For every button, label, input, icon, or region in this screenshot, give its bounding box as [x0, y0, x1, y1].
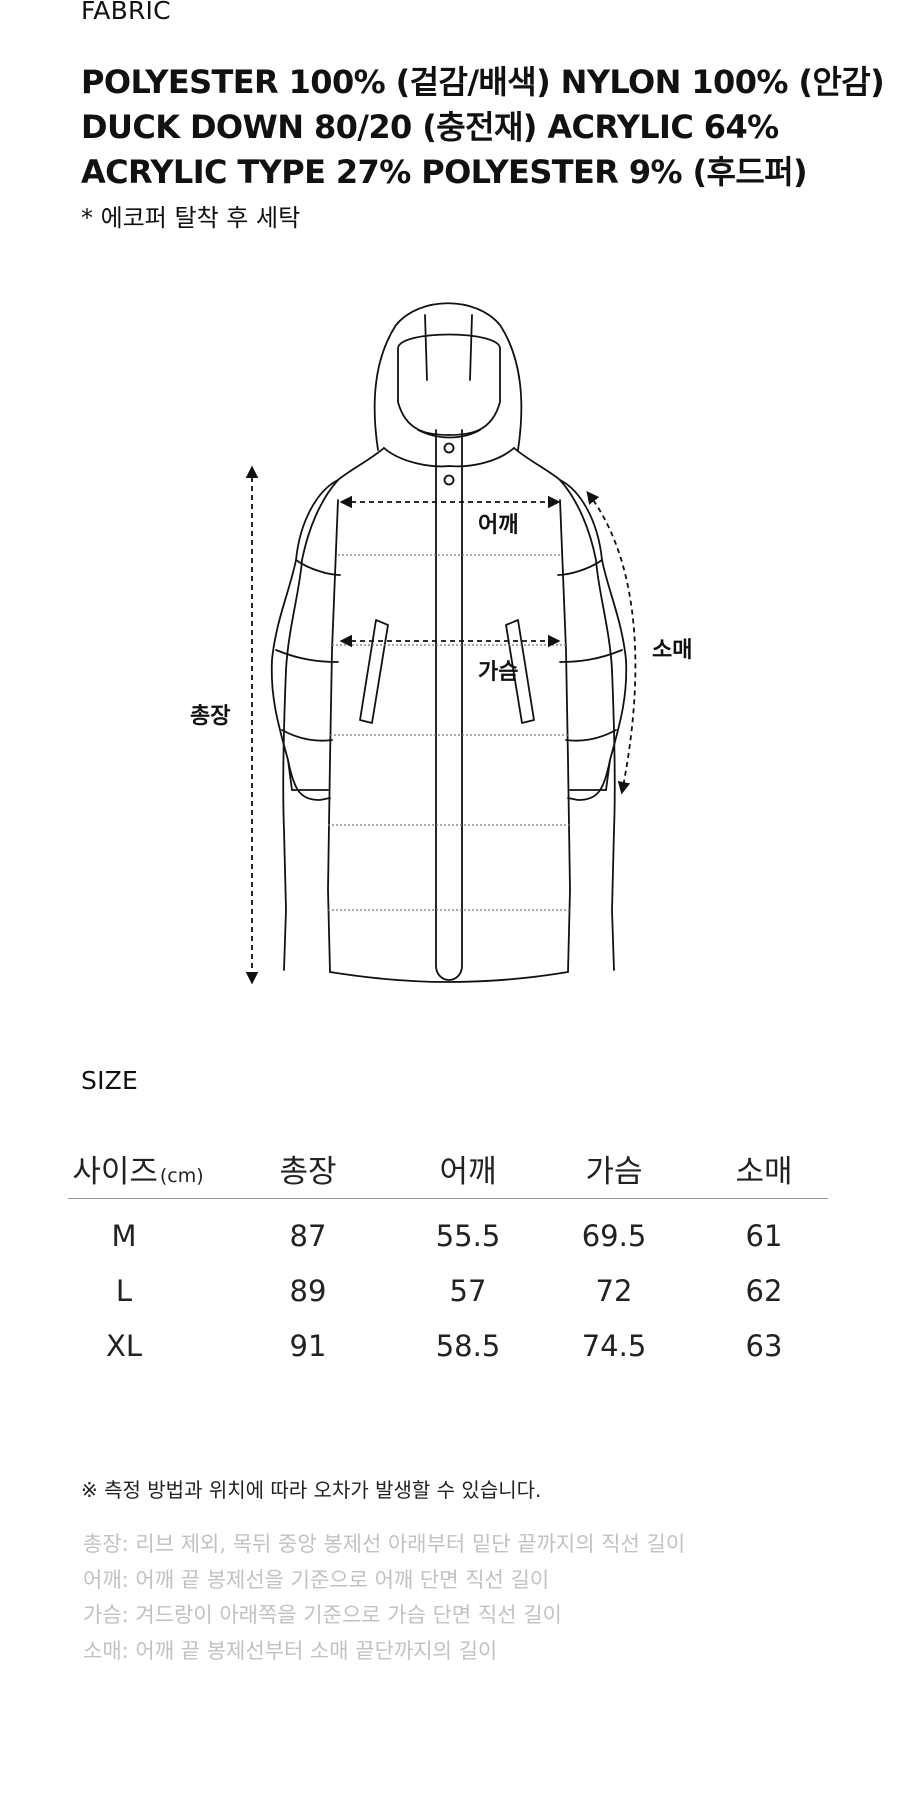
size-heading: SIZE: [81, 1066, 138, 1095]
shoulder-label: 어깨: [478, 513, 518, 538]
fabric-heading: FABRIC: [81, 0, 171, 25]
measurement-notice: ※ 측정 방법과 위치에 따라 오차가 발생할 수 있습니다.: [81, 1478, 542, 1502]
table-row: XL 91 58.5 74.5 63: [68, 1309, 828, 1364]
fabric-line: DUCK DOWN 80/20 (충전재) ACRYLIC 64%: [81, 108, 779, 146]
definition-total-length: 총장: 리브 제외, 목뒤 중앙 봉제선 아래부터 밑단 끝까지의 직선 길이: [83, 1532, 686, 1556]
unit-label: (cm): [159, 1165, 204, 1187]
table-cell: 63: [745, 1329, 783, 1363]
fabric-line: POLYESTER 100% (겉감/배색) NYLON 100% (안감): [81, 63, 885, 101]
fabric-composition: POLYESTER 100% (겉감/배색) NYLON 100% (안감) D…: [81, 60, 891, 195]
header-total-length: 총장: [279, 1154, 337, 1190]
definition-shoulder: 어깨: 어깨 끝 봉제선을 기준으로 어깨 단면 직선 길이: [83, 1567, 550, 1592]
table-cell: 89: [289, 1274, 327, 1308]
table-cell: 62: [745, 1274, 783, 1308]
definition-sleeve: 소매: 어깨 끝 봉제선부터 소매 끝단까지의 길이: [83, 1638, 498, 1663]
chest-label: 가슴: [478, 660, 518, 685]
table-cell: L: [115, 1274, 133, 1308]
jacket-measurement-diagram: 어깨 가슴 소매 총장: [190, 302, 692, 985]
table-cell: 74.5: [581, 1329, 647, 1363]
table-cell: M: [111, 1219, 137, 1253]
sleeve-measure-arrow: [586, 491, 637, 795]
table-cell: 72: [595, 1274, 633, 1308]
fabric-line: ACRYLIC TYPE 27% POLYESTER 9% (후드퍼): [81, 153, 808, 191]
table-cell: 57: [449, 1274, 487, 1308]
total-length-label: 총장: [190, 704, 230, 729]
table-row: L 89 57 72 62: [68, 1254, 828, 1309]
table-cell: 61: [745, 1219, 783, 1253]
table-cell: 58.5: [435, 1329, 501, 1363]
care-note: * 에코퍼 탈착 후 세탁: [81, 204, 301, 232]
table-cell: 91: [289, 1329, 327, 1363]
header-chest: 가슴: [585, 1154, 643, 1190]
jacket-outline-icon: [270, 302, 628, 983]
header-sleeve: 소매: [735, 1154, 793, 1190]
measurement-definitions: 총장: 리브 제외, 목뒤 중앙 봉제선 아래부터 밑단 끝까지의 직선 길이 …: [83, 1527, 685, 1669]
table-cell: 69.5: [581, 1219, 647, 1253]
definition-chest: 가슴: 겨드랑이 아래쪽을 기준으로 가슴 단면 직선 길이: [83, 1603, 562, 1627]
quilt-lines: [328, 554, 570, 911]
header-size: 사이즈(cm): [72, 1154, 204, 1190]
size-table: 사이즈(cm) 총장 어깨 가슴 소매 M 87 55.5 69.5 61 L …: [68, 1136, 828, 1364]
table-cell: 87: [289, 1219, 327, 1253]
table-cell: 55.5: [435, 1219, 501, 1253]
header-shoulder: 어깨: [439, 1154, 497, 1190]
size-table-header: 사이즈(cm) 총장 어깨 가슴 소매: [68, 1136, 828, 1199]
table-cell: XL: [105, 1329, 143, 1363]
sleeve-label: 소매: [652, 638, 692, 663]
table-row: M 87 55.5 69.5 61: [68, 1199, 828, 1254]
